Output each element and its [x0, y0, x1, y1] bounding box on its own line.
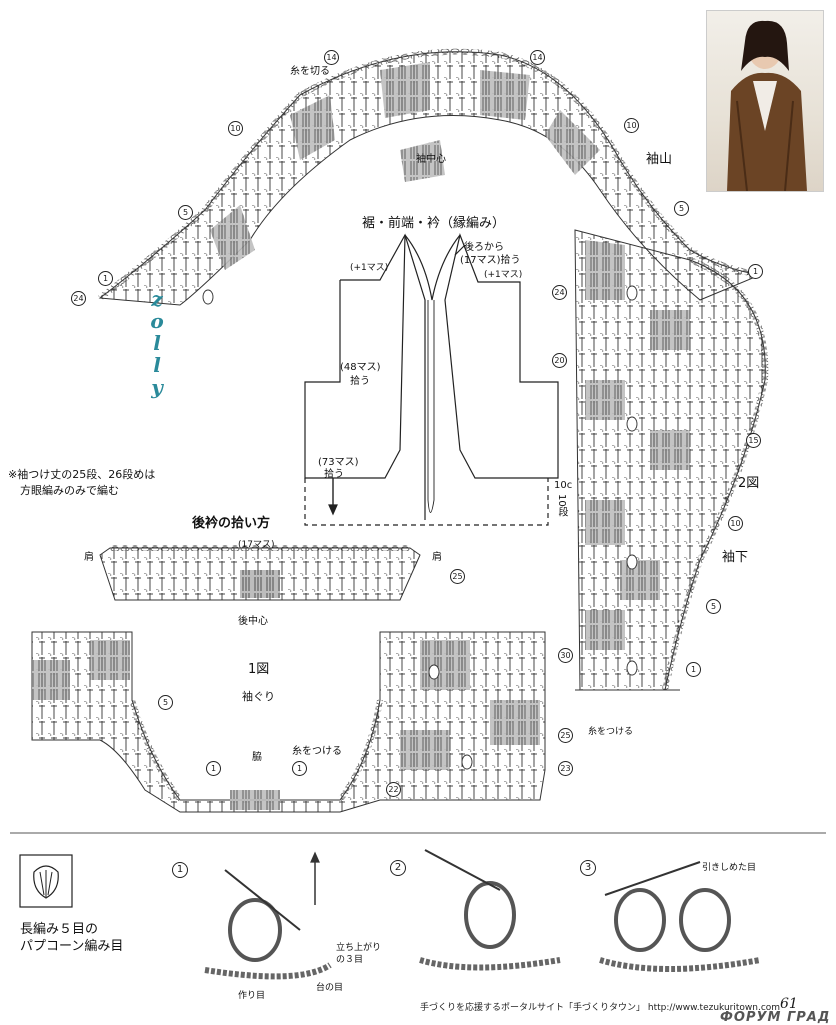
signature-watermark: zolly — [150, 287, 164, 399]
row-num-14b: 14 — [530, 50, 545, 65]
row-num-5a: 5 — [178, 205, 193, 220]
m73-label: (73マス) — [318, 457, 359, 468]
body-diagram-title: 裾・前端・衿（縁編み） — [362, 216, 506, 231]
popcorn-legend-icon — [19, 854, 73, 908]
shoulder-right-label: 肩 — [432, 552, 442, 563]
popcorn-markers — [202, 285, 638, 770]
m17-label: (17マス) — [238, 540, 275, 550]
cut-yarn-label: 糸を切る — [290, 66, 330, 77]
row-num-30: 30 — [558, 648, 573, 663]
back-center-label: 後中心 — [238, 616, 268, 627]
row-num-23: 23 — [558, 761, 573, 776]
sleeve-center-label: 袖中心 — [416, 154, 446, 165]
step-illustrations — [204, 849, 761, 980]
10c-label: 10c — [554, 480, 573, 491]
step-3-number: 3 — [580, 860, 596, 876]
row-num-1d: 1 — [206, 761, 221, 776]
note-line-1: ※袖つけ丈の25段、26段めは — [8, 468, 156, 481]
row-num-25b: 25 — [558, 728, 573, 743]
under-sleeve-label: 袖下 — [722, 550, 749, 565]
armhole-left-chart — [31, 631, 546, 813]
plus1-left-label: (+1マス) — [350, 263, 389, 273]
sleeve-cap-label: 袖山 — [646, 152, 673, 167]
row-num-5c: 5 — [706, 599, 721, 614]
row-num-1e: 1 — [292, 761, 307, 776]
page-number: 61 — [780, 996, 798, 1012]
body-schematic — [304, 232, 559, 526]
plus1-right-label: (+1マス) — [484, 270, 523, 280]
figure-1-label: 1図 — [248, 662, 270, 677]
attach-yarn-right-label: 糸をつける — [588, 727, 634, 737]
row-num-5d: 5 — [158, 695, 173, 710]
row-num-14a: 14 — [324, 50, 339, 65]
pickup-1-label: 拾う — [350, 376, 370, 387]
step-2-number: 2 — [390, 860, 406, 876]
row-num-10a: 10 — [228, 121, 243, 136]
row-num-20: 20 — [552, 353, 567, 368]
back-collar-title: 後衿の拾い方 — [192, 516, 271, 531]
row-num-24a: 24 — [71, 291, 86, 306]
row-num-15: 15 — [746, 433, 761, 448]
row-num-24b: 24 — [552, 285, 567, 300]
m48-label: (48マス) — [340, 362, 381, 373]
forum-brand: ФОРУМ ГРАД — [720, 1010, 831, 1025]
side-label: 脇 — [252, 752, 262, 763]
attach-yarn-label: 糸をつける — [292, 746, 342, 757]
pickup-2-label: 拾う — [324, 469, 344, 480]
rise-3-label-1: 立ち上がり — [336, 943, 382, 953]
rise-3-label-2: の３目 — [336, 955, 364, 965]
row-num-1b: 1 — [748, 264, 763, 279]
row-num-10b: 10 — [624, 118, 639, 133]
sleeve-body-chart — [574, 229, 769, 691]
from-back-label: 後ろから — [464, 242, 504, 253]
foundation-chain-label: 作り目 — [238, 991, 266, 1001]
armhole-label: 袖ぐり — [242, 690, 275, 703]
base-stitch-label: 台の目 — [316, 983, 344, 993]
tightened-stitch-label: 引きしめた目 — [702, 863, 757, 873]
step-1-number: 1 — [172, 862, 188, 878]
row-num-1c: 1 — [686, 662, 701, 677]
row-num-25a: 25 — [450, 569, 465, 584]
figure-2-label: 2図 — [738, 476, 760, 491]
note-line-2: 方眼編みのみで編む — [20, 484, 119, 497]
back-count-label: (17マス)拾う — [460, 255, 521, 266]
legend-line-1: 長編み５目の — [20, 922, 99, 937]
row-num-10c: 10 — [728, 516, 743, 531]
row-num-5b: 5 — [674, 201, 689, 216]
row-num-22: 22 — [386, 782, 401, 797]
legend-line-2: パプコーン編み目 — [20, 939, 124, 954]
back-collar-chart — [99, 545, 421, 601]
footer-text: 手づくりを応援するポータルサイト「手づくりタウン」 http://www.tez… — [420, 1003, 781, 1013]
row-num-1a: 1 — [98, 271, 113, 286]
shoulder-left-label: 肩 — [84, 552, 94, 563]
10-rows-label: 10段 — [556, 494, 567, 517]
model-photo — [706, 10, 824, 192]
